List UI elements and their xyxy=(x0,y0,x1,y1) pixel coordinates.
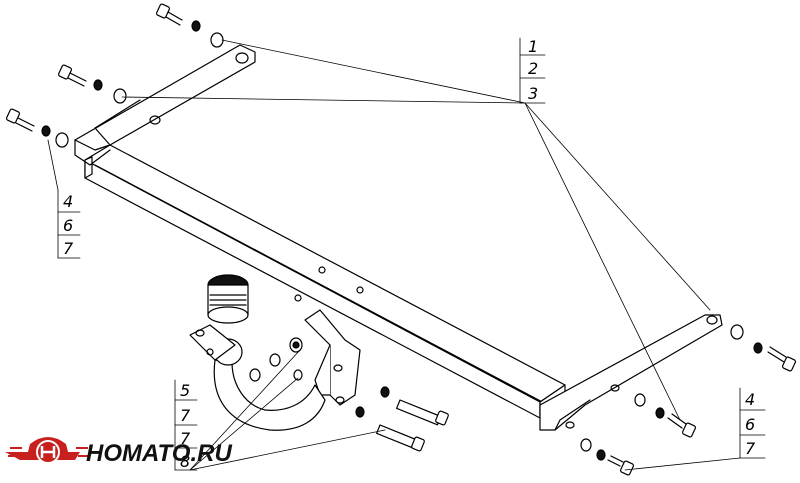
crossbeam xyxy=(84,144,566,419)
callout-number: 7 xyxy=(745,439,756,458)
bolt-right-upper xyxy=(730,324,797,372)
leader-lines xyxy=(47,39,741,471)
callout-table-left xyxy=(57,189,81,259)
center-bolt-right-lower xyxy=(355,406,425,452)
bolt-top-left-upper xyxy=(155,3,224,48)
callout-table-bottom-right xyxy=(739,387,766,459)
center-bolt-right-upper xyxy=(380,386,449,426)
callout-number: 6 xyxy=(745,415,755,434)
callout-number: 7 xyxy=(63,239,74,258)
callout-number: 2 xyxy=(528,59,538,78)
callout-number: 3 xyxy=(528,84,538,103)
callout-number: 4 xyxy=(745,390,755,409)
callout-table-top-right xyxy=(519,37,546,104)
callout-number: 7 xyxy=(180,429,191,448)
site-logo: HOMATO.RU xyxy=(5,437,232,467)
callout-number: 8 xyxy=(180,452,190,471)
ball-cap xyxy=(207,274,249,324)
callout-number: 6 xyxy=(63,216,73,235)
callout-number: 4 xyxy=(63,192,73,211)
center-hanging-bracket xyxy=(294,266,364,406)
bolt-left-side xyxy=(5,108,69,148)
right-mounting-bracket xyxy=(539,314,723,431)
callout-number: 1 xyxy=(528,37,538,56)
callout-table-bottom-left xyxy=(174,379,198,471)
bolt-right-middle xyxy=(634,393,697,438)
logo-text: HOMATO.RU xyxy=(86,440,232,467)
left-mounting-bracket xyxy=(74,44,256,166)
center-bolt-upper xyxy=(249,337,303,382)
bolt-top-left-lower xyxy=(57,64,127,104)
tow-ball-neck xyxy=(189,324,326,431)
car-badge-icon xyxy=(5,437,90,464)
bolt-right-lower xyxy=(580,438,635,476)
callout-number: 5 xyxy=(180,381,190,400)
callout-number: 7 xyxy=(180,406,191,425)
